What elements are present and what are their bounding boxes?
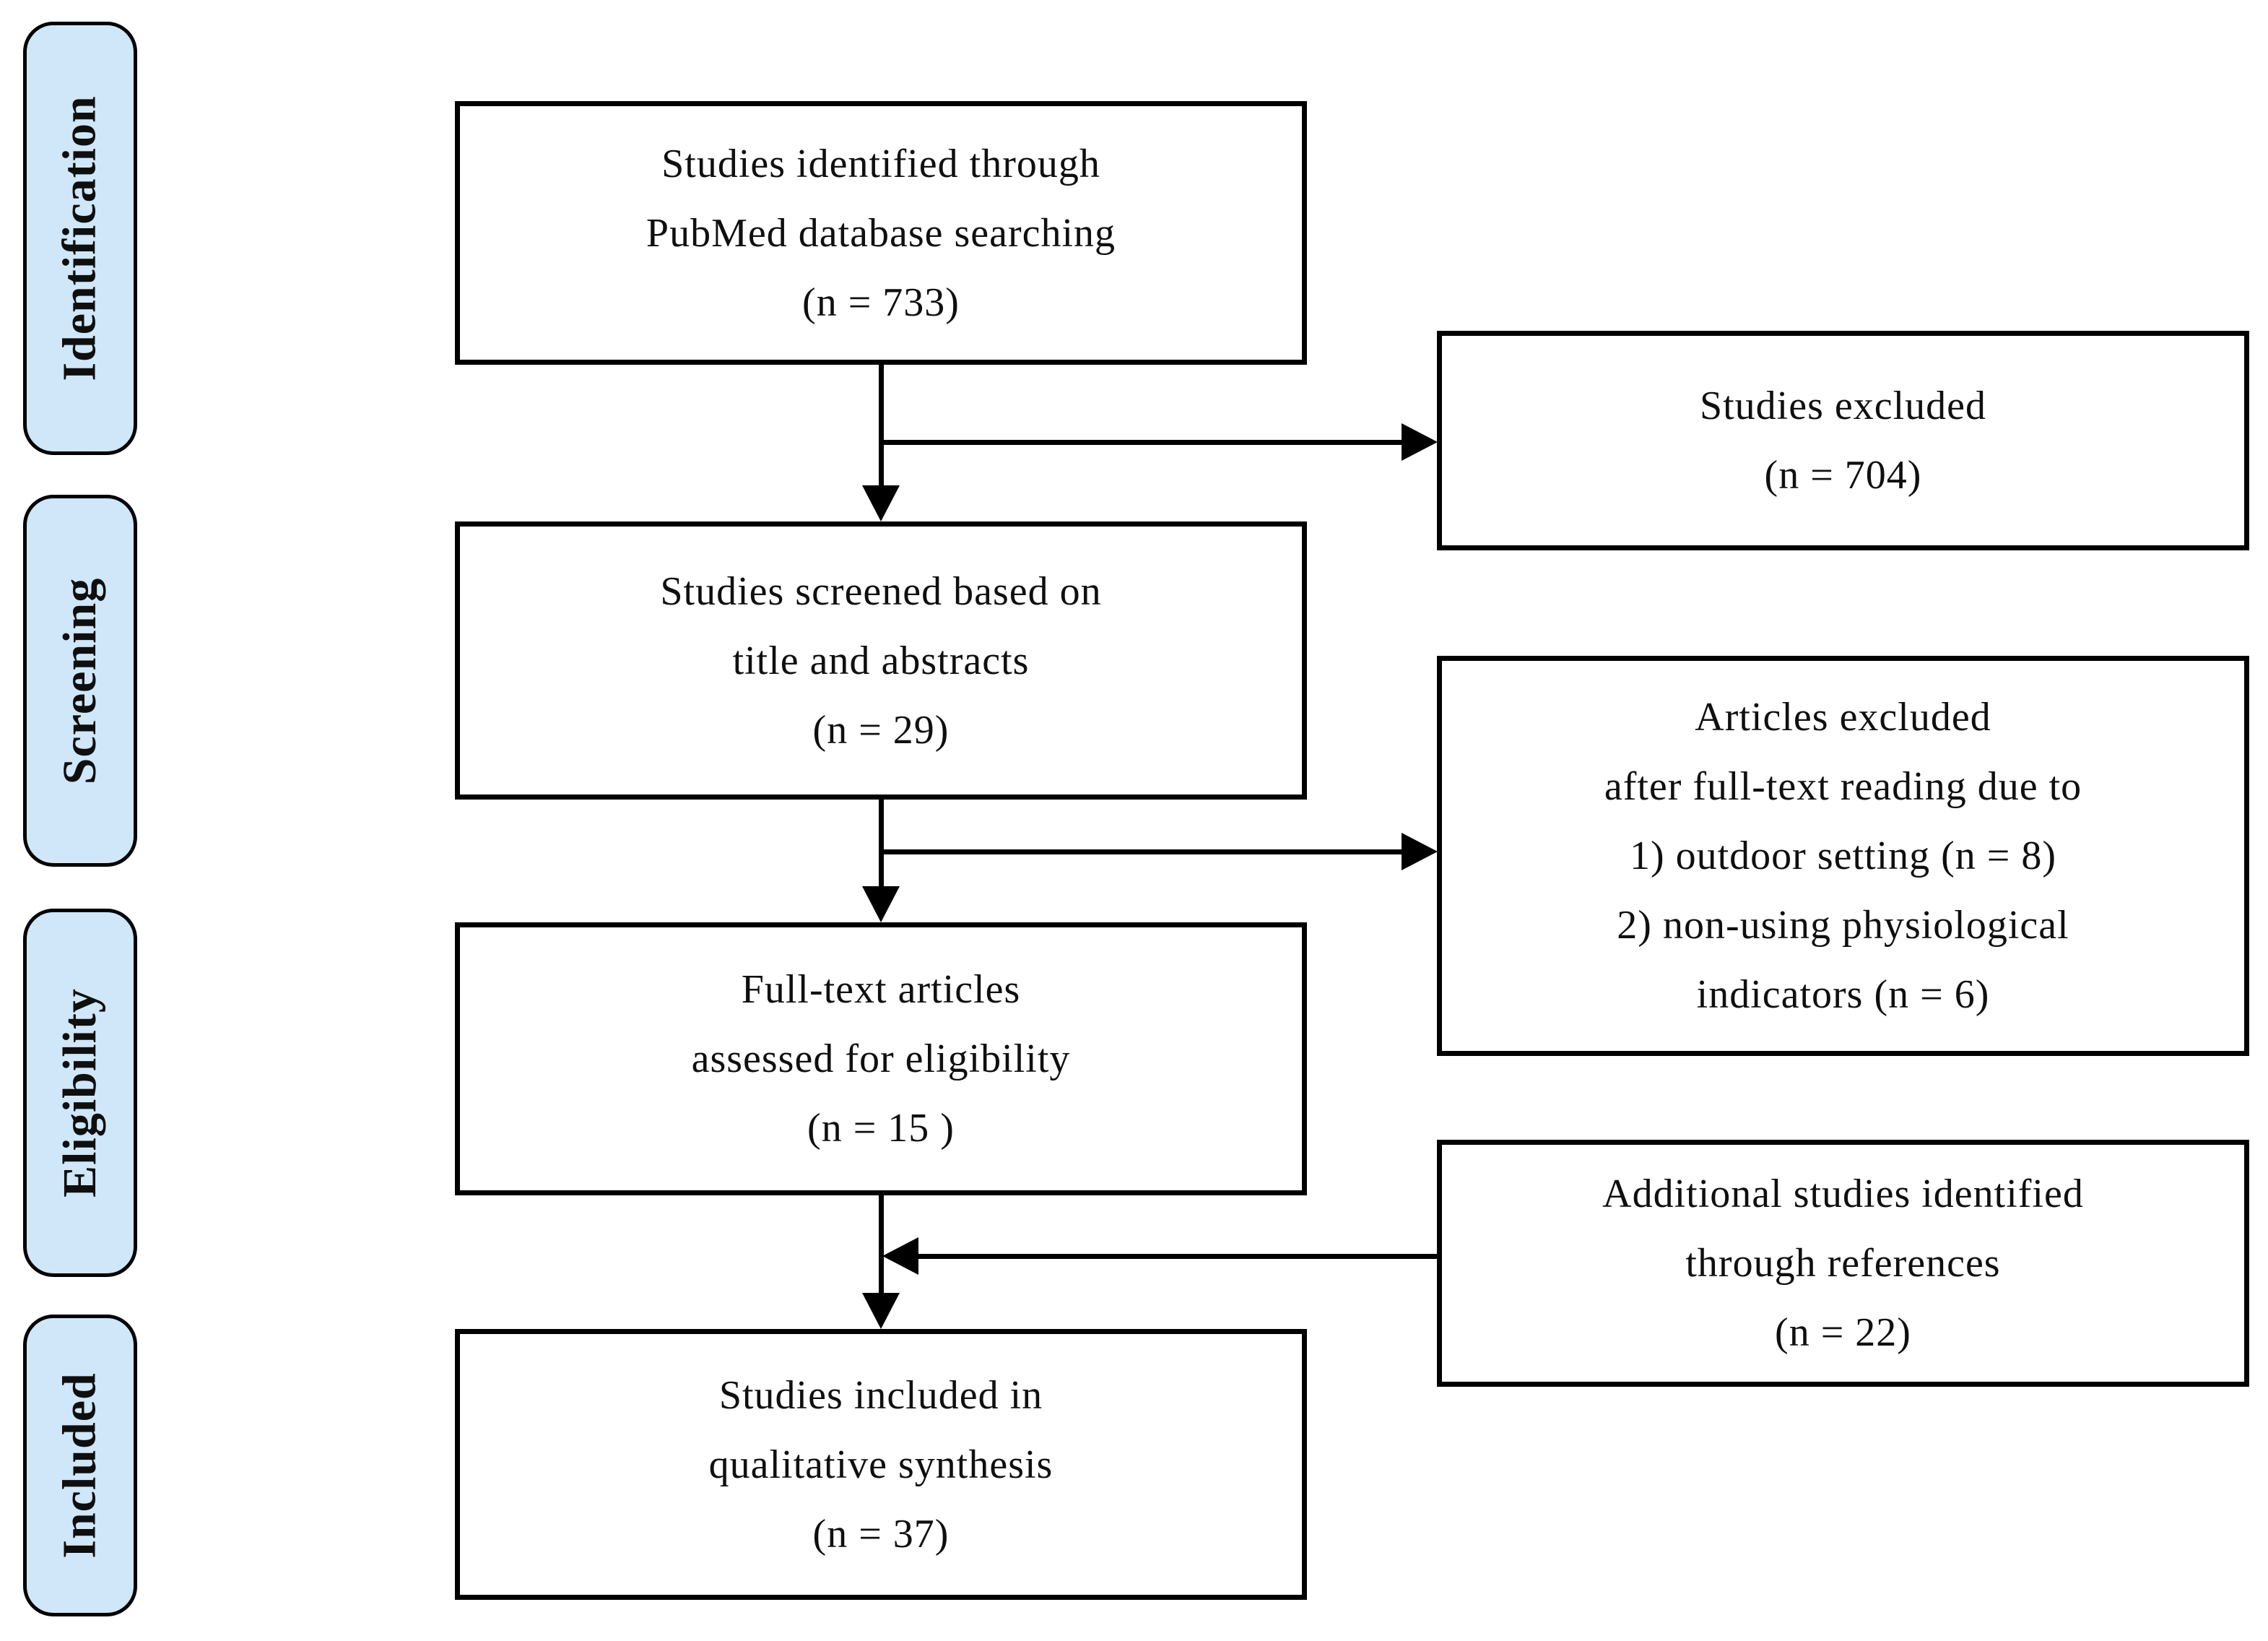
text-line: Additional studies identified <box>1602 1172 2084 1216</box>
text-line: PubMed database searching <box>646 210 1116 256</box>
text-line: Studies excluded <box>1699 384 1987 428</box>
text-line: assessed for eligibility <box>691 1036 1071 1081</box>
text-line: 2) non-using physiological <box>1617 903 2069 948</box>
stage-label-eligibility: Eligibility <box>53 988 107 1198</box>
connector-screened-to-fulltext <box>879 800 884 892</box>
box-fulltext-assessed: Full-text articles assessed for eligibil… <box>455 922 1307 1195</box>
text-line: title and abstracts <box>732 638 1030 683</box>
text-line: Full-text articles <box>741 967 1021 1012</box>
box-studies-included: Studies included in qualitative synthesi… <box>455 1329 1307 1600</box>
stage-label-identification: Identification <box>53 95 106 381</box>
box-studies-excluded: Studies excluded (n = 704) <box>1437 331 2249 550</box>
connector-to-studies-excluded <box>881 440 1404 445</box>
text-line: 1) outdoor setting (n = 8) <box>1629 834 2057 878</box>
stage-label-screening: Screening <box>53 577 107 784</box>
connector-to-articles-excluded <box>881 849 1404 854</box>
text-line: through references <box>1685 1241 2001 1286</box>
stage-chip-identification: Identification <box>23 22 137 455</box>
text-line: Studies included in <box>718 1372 1043 1418</box>
text-line: indicators (n = 6) <box>1696 972 1990 1017</box>
down-arrowhead-icon <box>862 1293 900 1329</box>
text-line: (n = 733) <box>802 280 960 325</box>
text-line: Studies identified through <box>661 141 1100 186</box>
stage-chip-included: Included <box>23 1315 137 1616</box>
box-additional-studies: Additional studies identified through re… <box>1437 1140 2249 1387</box>
text-line: (n = 22) <box>1775 1310 1911 1355</box>
stage-chip-screening: Screening <box>23 495 137 867</box>
text-line: (n = 704) <box>1764 453 1922 498</box>
down-arrowhead-icon <box>862 485 900 521</box>
text-line: (n = 15 ) <box>807 1106 955 1151</box>
text-line: Articles excluded <box>1695 695 1991 740</box>
text-line: (n = 29) <box>812 707 950 753</box>
box-studies-identified: Studies identified through PubMed databa… <box>455 101 1307 365</box>
text-line: (n = 37) <box>812 1511 950 1556</box>
text-line: qualitative synthesis <box>708 1442 1053 1487</box>
stage-label-included: Included <box>53 1372 106 1559</box>
connector-fulltext-to-included <box>879 1195 884 1299</box>
text-line: after full-text reading due to <box>1604 764 2082 809</box>
stage-chip-eligibility: Eligibility <box>23 909 137 1277</box>
connector-identified-to-screened <box>879 365 884 491</box>
text-line: Studies screened based on <box>660 568 1102 614</box>
down-arrowhead-icon <box>862 886 900 922</box>
connector-from-additional-studies <box>918 1254 1437 1259</box>
box-studies-screened: Studies screened based on title and abst… <box>455 521 1307 800</box>
box-articles-excluded: Articles excluded after full-text readin… <box>1437 656 2249 1056</box>
left-arrowhead-icon <box>882 1237 918 1275</box>
right-arrowhead-icon <box>1402 423 1438 461</box>
right-arrowhead-icon <box>1402 833 1438 870</box>
